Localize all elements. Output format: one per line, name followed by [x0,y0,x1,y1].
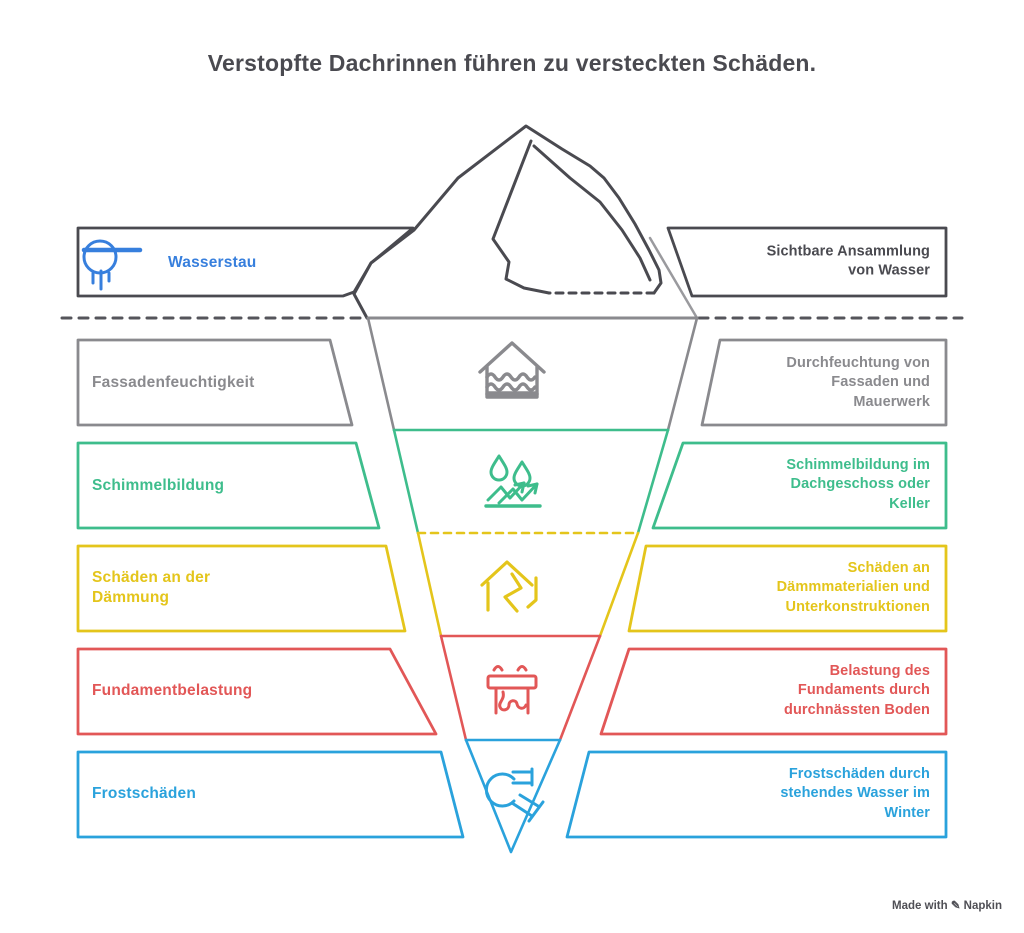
blue-band-edges [464,738,562,854]
row4-description: Schäden an Dämmmaterialien und Unterkons… [776,559,930,615]
row1-description: Sichtbare Ansammlung von Wasser [766,243,930,279]
row3-left-box [76,441,381,530]
row6-right-box [565,750,948,839]
row5-left-box [76,647,438,736]
overflow-icon [81,239,143,291]
house-water-icon [478,341,546,399]
foundation-icon [486,665,538,715]
row3-description: Schimmelbildung im Dachgeschoss oder Kel… [786,456,930,512]
row5-description: Belastung des Fundaments durch durchnäss… [783,662,930,718]
gray-band-edges [366,316,699,432]
drops-splash-icon [484,454,542,508]
green-band-edges [392,428,670,535]
row1-label: Wasserstau [168,253,257,271]
row2-right-box [700,338,948,427]
napkin-watermark: Made with ✎ Napkin [892,900,1002,912]
row1-left-box [76,226,415,298]
row6-left-box [76,750,465,839]
row5-right-box [599,647,948,736]
row2-description: Durchfeuchtung von Fassaden und Mauerwer… [786,354,930,410]
cracked-house-icon [480,560,538,613]
row2-label: Fassadenfeuchtigkeit [92,373,255,391]
red-band-edges [439,634,602,742]
iceberg-peak [352,124,663,320]
row3-right-box [651,441,948,530]
row6-description: Frostschäden durch stehendes Wasser im W… [780,765,930,821]
row5-label: Fundamentbelastung [92,681,253,699]
row3-label: Schimmelbildung [92,476,225,494]
row2-left-box [76,338,354,427]
page-title: Verstopfte Dachrinnen führen zu versteck… [207,50,817,76]
row4-right-box [627,544,948,633]
iceberg-facet-line [648,236,699,320]
row4-label: Schäden an der Dämmung [92,568,211,606]
row6-label: Frostschäden [92,784,197,802]
row4-left-box [76,544,407,633]
row1-right-box [666,226,948,298]
yellow-band-edges [416,531,640,638]
pipe-icon [484,767,545,823]
